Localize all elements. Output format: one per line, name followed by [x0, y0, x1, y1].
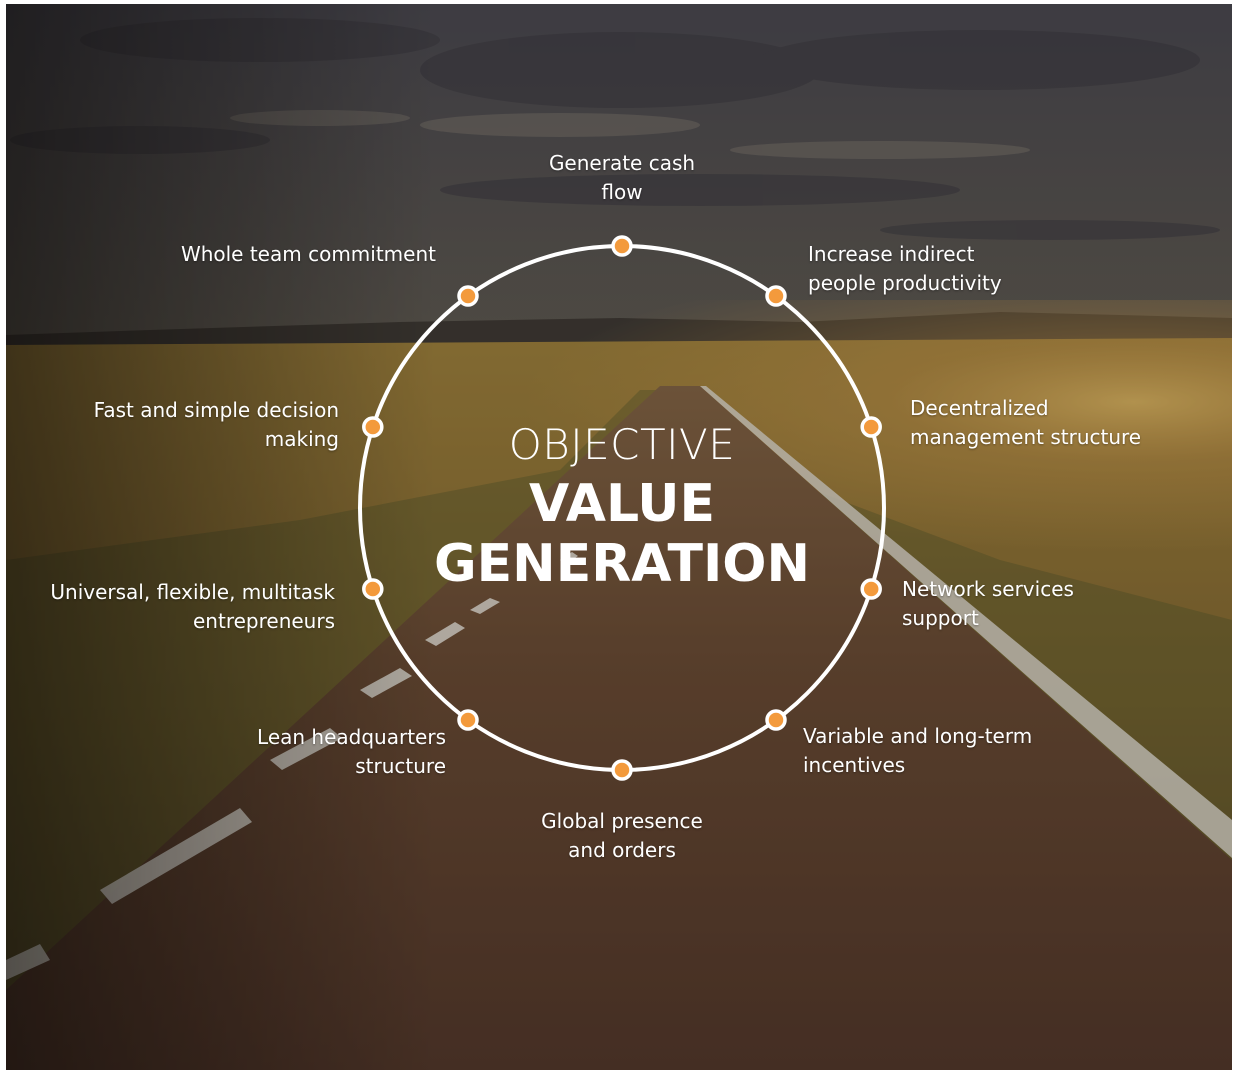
node-dot-entrepreneurs [362, 578, 384, 600]
node-dot-team-commitment [457, 285, 479, 307]
node-dot-indirect-productivity [765, 285, 787, 307]
node-dot-decentralized-management [860, 416, 882, 438]
node-dot-network-services [860, 578, 882, 600]
node-dot-global-presence [611, 759, 633, 781]
node-label-team-commitment: Whole team commitment [180, 242, 436, 266]
node-dot-decision-making [362, 416, 384, 438]
node-dot-incentives [765, 709, 787, 731]
node-dot-cash-flow [611, 235, 633, 257]
node-dot-lean-headquarters [457, 709, 479, 731]
